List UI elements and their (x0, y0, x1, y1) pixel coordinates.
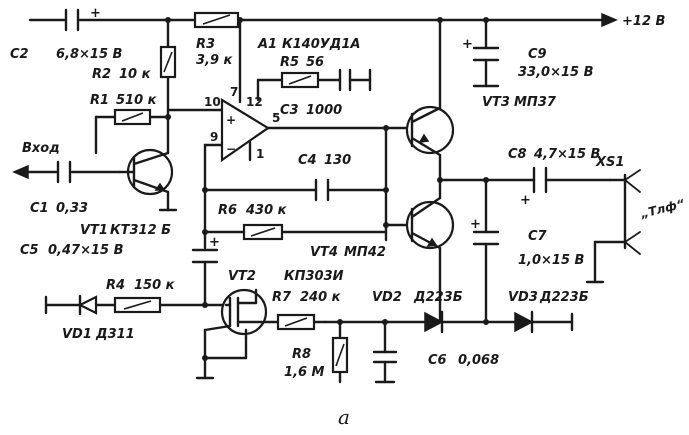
r2-ref: R2 (92, 67, 111, 82)
resistor-r3 (193, 11, 240, 29)
capacitor-c5: + (191, 235, 220, 264)
figure-caption: а (338, 405, 350, 429)
capacitor-c9: + (462, 37, 500, 62)
op-amp-a1: + − 7 10 12 5 9 1 (204, 85, 280, 163)
opamp-ref: A1 (257, 37, 277, 52)
resistor-r5 (280, 71, 320, 89)
svg-text:−: − (226, 142, 236, 156)
pin-1-label: 1 (256, 147, 264, 161)
c5-ref: C5 (20, 243, 39, 258)
c5-value: 0,47×15 В (48, 243, 124, 258)
opamp-type: К140УД1А (282, 37, 360, 52)
resistor-r2 (159, 45, 177, 79)
r7-ref: R7 (272, 290, 292, 305)
capacitor-c6 (372, 350, 398, 364)
r7-value: 240 к (300, 290, 342, 305)
xs1-label: XS1 (595, 155, 624, 170)
diode-vd1 (77, 294, 98, 316)
c2-value: 6,8×15 В (56, 47, 123, 62)
diode-vd2 (424, 310, 444, 334)
vt1-ref: VT1 (80, 223, 108, 238)
vt2-ref: VT2 (228, 269, 256, 284)
vd2-value: Д223Б (413, 290, 463, 305)
r1-value: 510 к (116, 93, 158, 108)
r3-ref: R3 (196, 37, 215, 52)
capacitor-c4 (314, 178, 330, 202)
output-name-label: „Тлф“ (638, 197, 686, 222)
svg-text:+: + (470, 217, 481, 232)
diode-vd3 (514, 310, 534, 334)
r5-value: 56 (306, 55, 324, 70)
capacitor-c8: + (520, 166, 548, 208)
pin-10-label: 10 (204, 95, 221, 109)
pin-5-label: 5 (272, 111, 280, 125)
pin-12-label: 12 (246, 95, 263, 109)
svg-text:+: + (226, 113, 236, 127)
capacitor-c7: + (470, 217, 500, 246)
svg-text:+: + (462, 37, 473, 52)
c7-ref: C7 (528, 229, 548, 244)
svg-text:+: + (520, 193, 531, 208)
transistor-vt4 (405, 196, 455, 250)
output-connector-xs1 (623, 169, 641, 255)
c3-ref: C3 (280, 103, 299, 118)
vt4-ref: VT4 (310, 245, 338, 260)
vt3-value: МП37 (514, 95, 557, 110)
c3-value: 1000 (306, 103, 342, 118)
c6-ref: C6 (428, 353, 447, 368)
r6-ref: R6 (218, 203, 237, 218)
transistor-vt1 (118, 148, 174, 196)
input-label: Вход (22, 141, 60, 156)
vd2-ref: VD2 (372, 290, 402, 305)
r8-ref: R8 (292, 347, 311, 362)
vd3-value: Д223Б (539, 290, 589, 305)
r8-value: 1,6 М (284, 365, 325, 380)
vt3-ref: VT3 (482, 95, 510, 110)
svg-text:+: + (209, 235, 220, 250)
r6-value: 430 к (245, 203, 288, 218)
r4-ref: R4 (106, 278, 125, 293)
c9-ref: C9 (528, 47, 547, 62)
c9-value: 33,0×15 В (518, 65, 594, 80)
labels: +12 В C2 6,8×15 В R3 3,9 к A1 К140УД1А R… (10, 14, 686, 429)
vd1-value: Д311 (95, 327, 135, 342)
c7-value: 1,0×15 В (518, 253, 585, 268)
c8-ref: C8 (508, 147, 527, 162)
r1-ref: R1 (90, 93, 109, 108)
r2-value: 10 к (119, 67, 152, 82)
r5-ref: R5 (280, 55, 299, 70)
resistor-r1 (113, 108, 152, 126)
r3-value: 3,9 к (196, 53, 234, 68)
resistor-r4 (113, 296, 162, 314)
c4-ref: C4 (298, 153, 317, 168)
c1-ref: C1 (30, 201, 49, 216)
vd3-ref: VD3 (508, 290, 538, 305)
c2-ref: C2 (10, 47, 29, 62)
resistor-r8 (331, 336, 349, 374)
capacitor-c1 (56, 160, 72, 184)
pin-7-label: 7 (230, 85, 238, 99)
c8-value: 4,7×15 В (533, 147, 601, 162)
resistor-r6 (242, 223, 284, 241)
c6-value: 0,068 (458, 353, 499, 368)
supply-label: +12 В (622, 14, 666, 29)
capacitor-c2: + (64, 6, 101, 32)
r4-value: 150 к (134, 278, 176, 293)
transistor-vt3 (405, 105, 455, 157)
supply-arrow (601, 12, 618, 28)
c4-value: 130 (324, 153, 351, 168)
vd1-ref: VD1 (62, 327, 92, 342)
c1-value: 0,33 (56, 201, 88, 216)
svg-text:+: + (90, 6, 101, 21)
vt1-value: КТ312 Б (110, 223, 171, 238)
pin-9-label: 9 (210, 130, 218, 144)
input-arrow (12, 164, 29, 180)
resistor-r7 (276, 313, 316, 331)
transistor-vt2 (203, 288, 268, 340)
vt4-value: МП42 (344, 245, 386, 260)
vt2-value: КП303И (284, 269, 344, 284)
capacitor-c3 (338, 68, 352, 92)
